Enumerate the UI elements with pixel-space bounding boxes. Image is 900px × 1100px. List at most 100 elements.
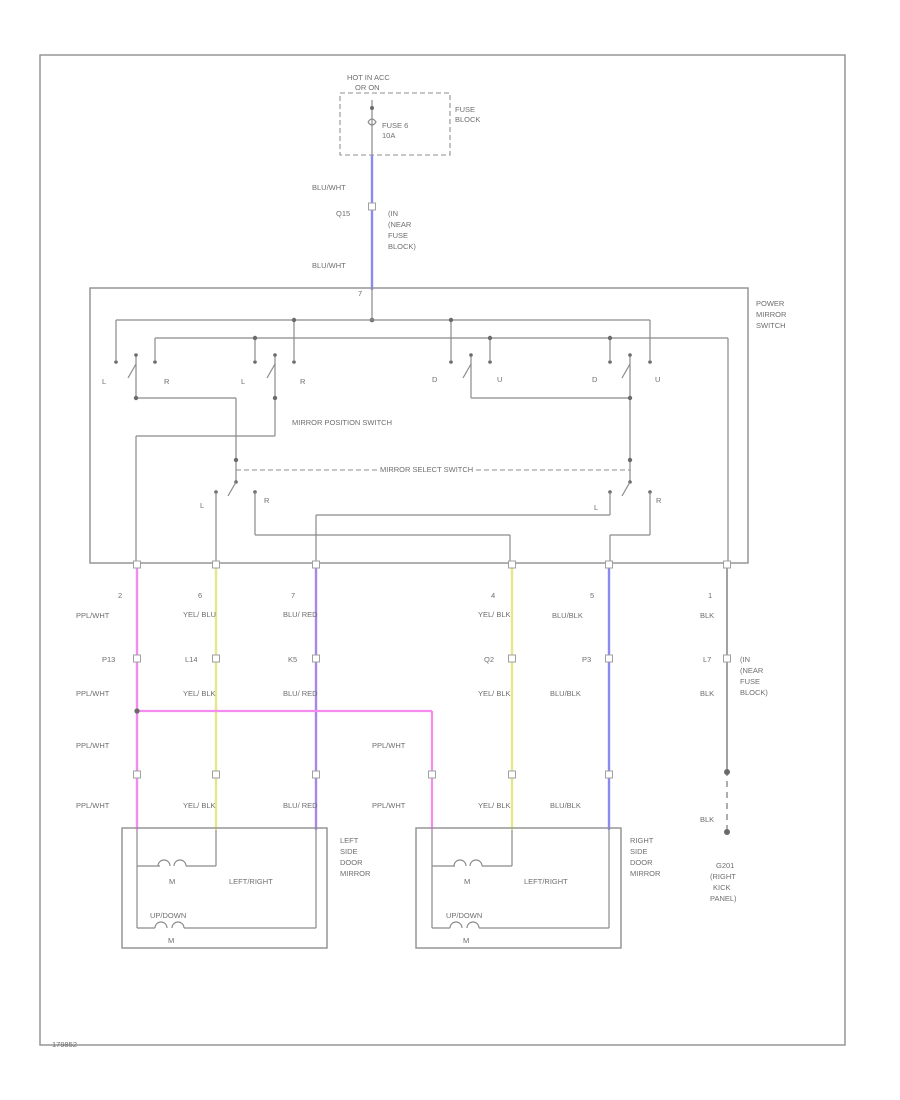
wire-color-3a: BLU/ RED [283,610,318,619]
ground-loc-1: (RIGHT [710,872,736,881]
connector-l7: L7 [703,655,711,664]
contact-group-2 [253,320,296,398]
wire-color-4b: YEL/ BLK [478,689,511,698]
connector-k5: K5 [288,655,297,664]
select-letter-1: L [200,501,204,510]
select-contact-right [315,460,652,563]
right-mirror-label-1: RIGHT [630,836,654,845]
right-mirror-label-3: DOOR [630,858,653,867]
feed-connector-id: Q15 [336,209,350,218]
wire-color-2b: YEL/ BLK [183,689,216,698]
contact-letter-5: D [432,375,438,384]
ground-note-2: (NEAR [740,666,764,675]
connector-p3: P3 [582,655,591,664]
left-lr-motor-m: M [169,877,175,886]
figure-id: 179852 [52,1040,77,1049]
wire-color-3b: BLU/ RED [283,689,318,698]
ground-note-1: (IN [740,655,750,664]
right-ud-motor-coil [449,921,480,929]
lower-color-3: YEL/ BLK [183,801,216,810]
switch-pin-top: 7 [358,289,362,298]
right-ud-label: UP/DOWN [446,911,482,920]
pin-2: 2 [118,591,122,600]
feed-note-4: BLOCK) [388,242,416,251]
right-lr-label: LEFT/RIGHT [524,877,568,886]
feed-color-lower: BLU/WHT [312,261,346,270]
lower-color-7: YEL/ BLK [478,801,511,810]
lower-color-4: BLU/ RED [283,801,318,810]
switch-label-2: MIRROR [756,310,787,319]
ground-splice [724,769,730,775]
right-mirror-box [415,827,622,949]
right-lr-motor-m: M [464,877,470,886]
contact-group-3 [449,320,492,398]
left-lr-label: LEFT/RIGHT [229,877,273,886]
lower-color-1: PPL/WHT [76,741,110,750]
pin-6: 6 [198,591,202,600]
lower-color-8: BLU/BLK [550,801,581,810]
fuse-block-outline [339,92,451,156]
select-contact-left [214,460,511,563]
feed-note-2: (NEAR [388,220,412,229]
select-letter-4: R [656,496,662,505]
left-lr-motor-coil [157,859,187,867]
pin-5: 5 [590,591,594,600]
position-switch-label: MIRROR POSITION SWITCH [292,418,392,427]
lower-color-5: PPL/WHT [372,741,406,750]
wire-color-1b: PPL/WHT [76,689,110,698]
switch-label-3: SWITCH [756,321,786,330]
diagram-frame [39,54,846,1046]
fuse-block-label-2: BLOCK [455,115,480,124]
contact-letter-7: D [592,375,598,384]
right-mirror-label-4: MIRROR [630,869,661,878]
left-mirror-box [121,827,328,949]
fuse-name: FUSE 6 [382,121,408,130]
wire-color-2a: YEL/ BLU [183,610,216,619]
lower-color-6: PPL/WHT [372,801,406,810]
fuse-block-label-1: FUSE [455,105,475,114]
right-mirror-label-2: SIDE [630,847,648,856]
left-mirror-label-2: SIDE [340,847,358,856]
feed-note-3: FUSE [388,231,408,240]
wire-color-5b: BLU/BLK [550,689,581,698]
feed-note-1: (IN [388,209,398,218]
contact-letter-8: U [655,375,660,384]
left-ud-label: UP/DOWN [150,911,186,920]
lower-color-2: PPL/WHT [76,801,110,810]
select-letter-3: L [594,503,598,512]
wire-color-6b: BLK [700,689,714,698]
select-switch-label: MIRROR SELECT SWITCH [380,465,473,474]
connector-p13: P13 [102,655,115,664]
left-mirror-label-4: MIRROR [340,869,371,878]
supply-label-2: OR ON [355,83,380,92]
lower-color-9: BLK [700,815,714,824]
ground-note-4: BLOCK) [740,688,768,697]
ground-loc-3: PANEL) [710,894,737,903]
feed-color-upper: BLU/WHT [312,183,346,192]
left-mirror-label-1: LEFT [340,836,359,845]
wire-color-5a: BLU/BLK [552,611,583,620]
pin-4: 4 [491,591,495,600]
connector-q2: Q2 [484,655,494,664]
power-mirror-switch-box [89,287,749,564]
fuse-rating: 10A [382,131,395,140]
ground-point [724,829,730,835]
pin-7: 7 [291,591,295,600]
contact-group-1 [114,320,157,398]
contact-letter-3: L [241,377,245,386]
switch-label-1: POWER [756,299,785,308]
pin-1: 1 [708,591,712,600]
contact-letter-4: R [300,377,306,386]
right-lr-motor-coil [453,859,483,867]
left-ud-motor-m: M [168,936,174,945]
splice-ppl-wht [134,708,140,714]
ground-id: G201 [716,861,734,870]
left-mirror-label-3: DOOR [340,858,363,867]
select-letter-2: R [264,496,270,505]
wire-color-6a: BLK [700,611,714,620]
wire-color-4a: YEL/ BLK [478,610,511,619]
connector-q15 [368,202,376,211]
supply-label-1: HOT IN ACC [347,73,390,82]
wire-color-1a: PPL/WHT [76,611,110,620]
